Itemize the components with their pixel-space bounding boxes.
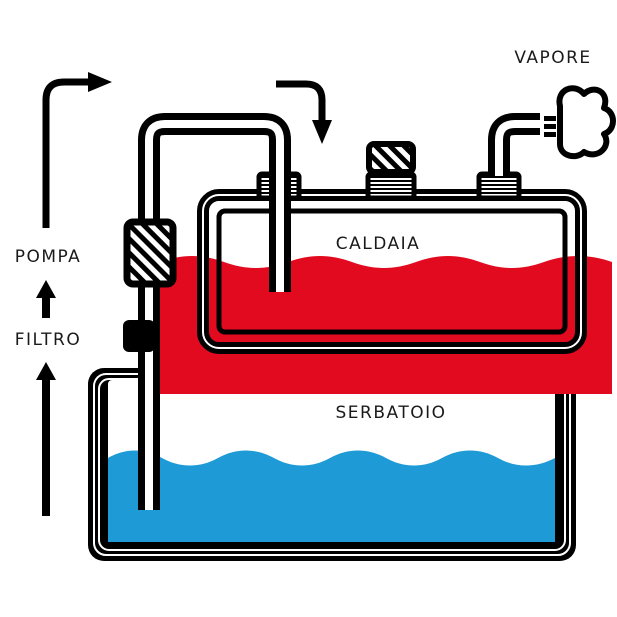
- tank-to-filter-arrow-head: [36, 362, 56, 380]
- label-vapore: VAPORE: [514, 48, 591, 68]
- steam-cloud: [544, 85, 616, 160]
- filter-to-pump-arrow-shaft: [42, 296, 50, 318]
- steam-pipe: [488, 113, 540, 176]
- pump-up-arrow-head: [88, 72, 112, 92]
- filter: [123, 320, 155, 352]
- boiler-down-arrow-shaft: [276, 80, 326, 122]
- right-fitting: [476, 171, 522, 201]
- supply-pipe-bore: [145, 120, 284, 510]
- filter-to-pump-arrow-head: [36, 280, 56, 298]
- water-tank: [88, 368, 576, 561]
- steam-pipe-bore: [495, 120, 540, 176]
- label-pompa: POMPA: [15, 247, 82, 267]
- pressure-cap: [366, 141, 416, 175]
- label-caldaia: CALDAIA: [336, 234, 421, 254]
- supply-pipe: [138, 113, 291, 510]
- steam-line: [544, 116, 556, 121]
- cold-water: [108, 450, 555, 542]
- steam-line: [544, 124, 556, 129]
- center-fitting: [365, 171, 417, 201]
- steam-puff: [556, 85, 616, 160]
- label-filtro: FILTRO: [15, 330, 82, 350]
- pump: [123, 218, 177, 288]
- hot-water-band: [160, 256, 612, 394]
- flow-arrows: [36, 72, 332, 516]
- steam-line: [544, 132, 556, 137]
- boiler-fittings: [256, 171, 522, 201]
- boiler-down-arrow-head: [312, 120, 332, 144]
- boiler-inner-wall: [216, 208, 568, 335]
- pump-up-arrow-shaft: [42, 78, 90, 228]
- label-serbatoio: SERBATOIO: [336, 403, 447, 423]
- tank-to-filter-arrow-shaft: [42, 378, 50, 516]
